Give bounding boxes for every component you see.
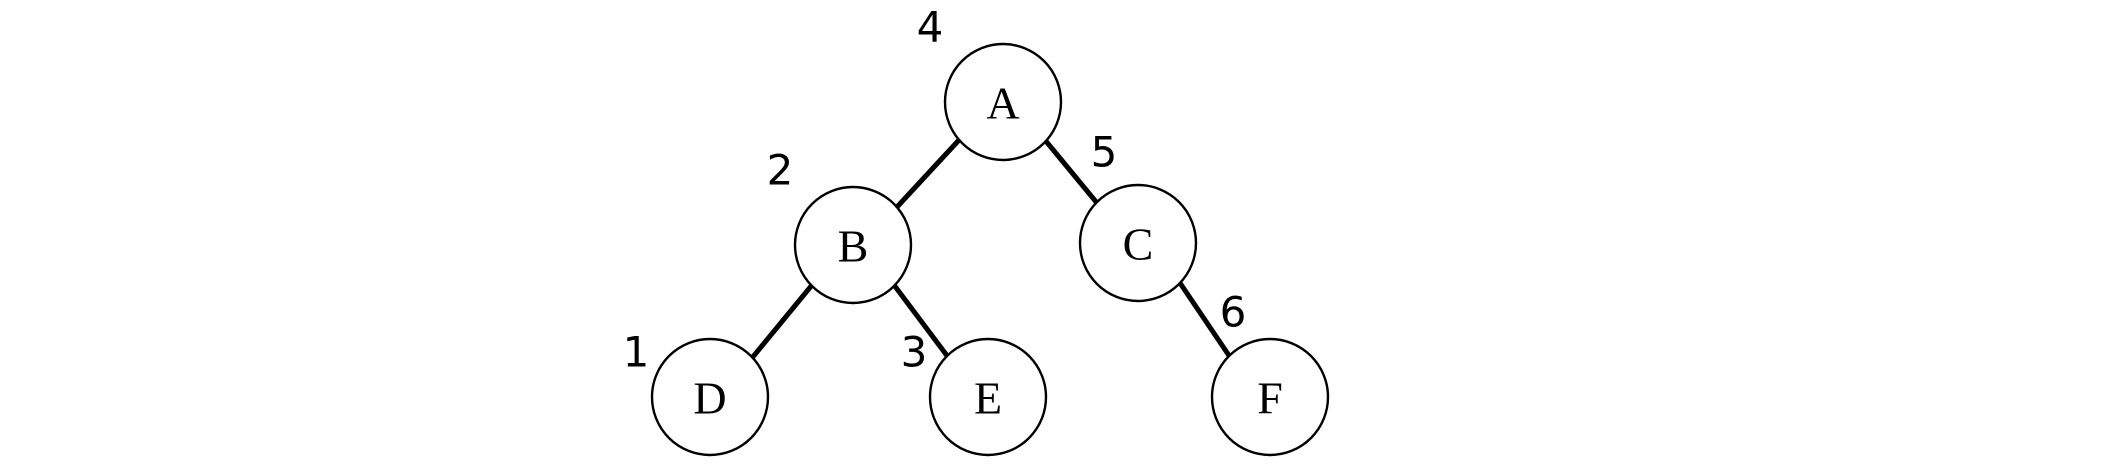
nodes-group: A B C D E F (650, 42, 1330, 457)
node-circle-e[interactable] (928, 337, 1048, 457)
node-circle-a[interactable] (943, 42, 1063, 162)
node-number-e: 3 (901, 328, 928, 377)
edges-group (750, 138, 1233, 360)
tree-edge-a-c (1043, 138, 1099, 205)
tree-node-e[interactable]: E (928, 337, 1048, 457)
node-circle-b[interactable] (793, 185, 913, 305)
node-label-a: A (986, 78, 1019, 129)
node-number-a: 4 (917, 3, 944, 52)
tree-edge-b-e (892, 283, 950, 359)
node-number-labels-group: 4 2 5 1 3 6 (623, 3, 1247, 377)
tree-edge-c-f (1177, 281, 1233, 359)
node-number-d: 1 (623, 328, 650, 377)
tree-node-a[interactable]: A (943, 42, 1063, 162)
tree-node-c[interactable]: C (1078, 183, 1198, 303)
node-number-f: 6 (1220, 288, 1247, 337)
node-label-d: D (693, 373, 726, 424)
tree-edge-b-d (750, 283, 814, 360)
node-circle-c[interactable] (1078, 183, 1198, 303)
node-number-b: 2 (767, 146, 794, 195)
tree-node-d[interactable]: D (650, 337, 770, 457)
node-label-f: F (1257, 373, 1283, 424)
tree-node-f[interactable]: F (1210, 337, 1330, 457)
node-label-b: B (838, 221, 869, 272)
tree-node-b[interactable]: B (793, 185, 913, 305)
node-label-c: C (1123, 219, 1154, 270)
node-circle-d[interactable] (650, 337, 770, 457)
node-circle-f[interactable] (1210, 337, 1330, 457)
node-number-c: 5 (1091, 128, 1118, 177)
node-label-e: E (974, 373, 1002, 424)
tree-edge-a-b (895, 138, 961, 209)
